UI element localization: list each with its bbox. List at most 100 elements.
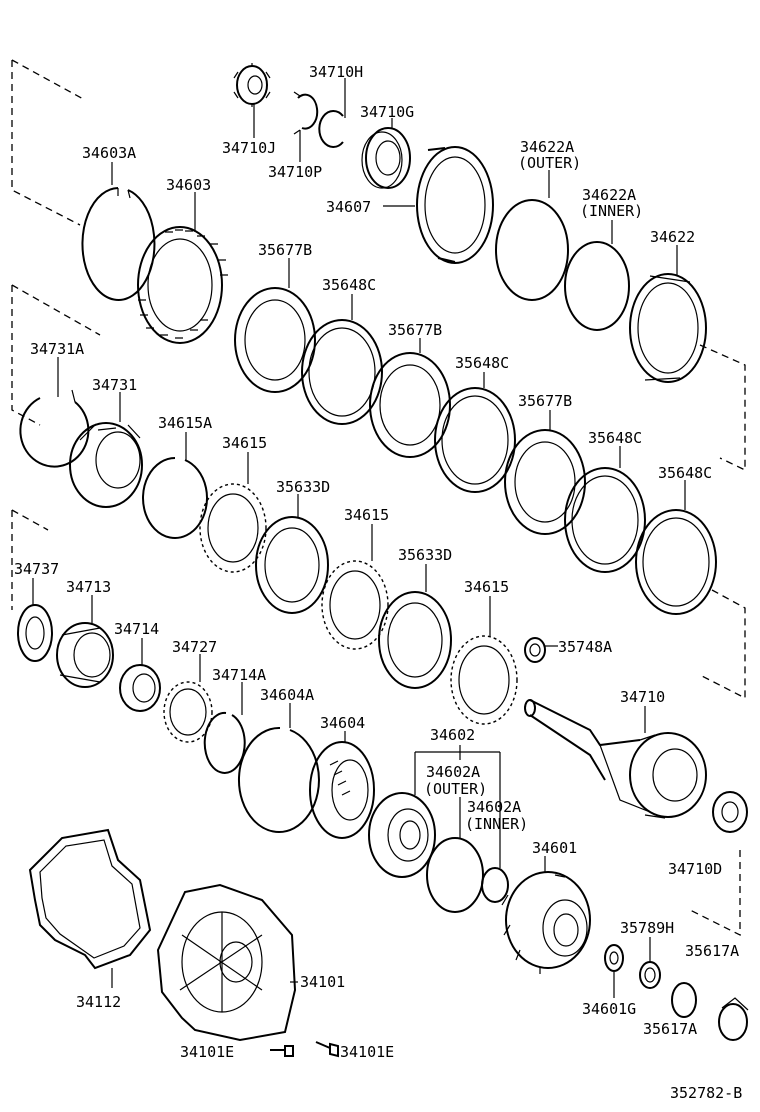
- label-34602A-outer-sub: (OUTER): [424, 780, 487, 798]
- label-34602A-inner-sub: (INNER): [465, 815, 528, 833]
- label-34622A-inner-sub: (INNER): [580, 202, 643, 220]
- label-34615A: 34615A: [158, 414, 212, 432]
- label-34101: 34101: [300, 973, 345, 991]
- part-35677B-disc-2: [369, 352, 451, 458]
- part-34713-bearing: [56, 622, 114, 688]
- assembly-guide-lines: [11, 59, 746, 937]
- label-35648C-2: 35648C: [455, 354, 509, 372]
- part-34622A-outer-oring: [495, 199, 569, 301]
- part-34710H-snap-ring: [318, 110, 344, 148]
- label-35648C-3: 35648C: [588, 429, 642, 447]
- label-34112: 34112: [76, 993, 121, 1011]
- label-34602: 34602: [430, 726, 475, 744]
- part-35677B-disc-1: [234, 287, 316, 393]
- label-34602A-inner: 34602A: [467, 798, 521, 816]
- part-34101E-bolt-1: [270, 1045, 294, 1057]
- part-34622-piston: [629, 273, 707, 383]
- part-35633D-plate-1: [255, 516, 329, 614]
- part-34603A-snap-ring: [81, 187, 156, 301]
- part-34710P-snap-ring: [293, 91, 319, 135]
- part-34710-shaft: [524, 699, 707, 819]
- part-34727-ring: [163, 681, 213, 743]
- label-34714: 34714: [114, 620, 159, 638]
- part-34101-housing: [156, 883, 297, 1042]
- label-34710P: 34710P: [268, 163, 322, 181]
- label-34615-2: 34615: [344, 506, 389, 524]
- label-34737: 34737: [14, 560, 59, 578]
- label-35748A: 35748A: [558, 638, 612, 656]
- label-34622: 34622: [650, 228, 695, 246]
- part-34615A-snap-ring: [142, 457, 208, 539]
- label-34604: 34604: [320, 714, 365, 732]
- label-35633D-2: 35633D: [398, 546, 452, 564]
- part-35633D-plate-2: [378, 591, 452, 689]
- label-34601G: 34601G: [582, 1000, 636, 1018]
- label-35789H: 35789H: [620, 919, 674, 937]
- label-35677B-1: 35677B: [258, 241, 312, 259]
- label-34713: 34713: [66, 578, 111, 596]
- part-34607-drum: [416, 146, 494, 264]
- part-34615-disc-1: [199, 483, 267, 573]
- part-34714A-snap-ring: [203, 711, 246, 774]
- part-35617A-ring-2: [718, 997, 749, 1041]
- part-34602-piston: [368, 792, 436, 878]
- label-34603: 34603: [166, 176, 211, 194]
- label-34101E-1: 34101E: [180, 1043, 234, 1061]
- label-35617A-1: 35617A: [685, 942, 739, 960]
- part-35617A-ring-1: [671, 982, 697, 1018]
- part-35648C-plate-1: [301, 319, 383, 425]
- label-34731A: 34731A: [30, 340, 84, 358]
- part-34710D-washer: [712, 791, 748, 833]
- part-34622A-inner-oring: [564, 241, 630, 331]
- part-34710J-nut: [233, 63, 271, 107]
- label-34710H: 34710H: [309, 63, 363, 81]
- part-34737-thrust-washer: [17, 604, 53, 662]
- label-34601: 34601: [532, 839, 577, 857]
- label-34710D: 34710D: [668, 860, 722, 878]
- label-34714A: 34714A: [212, 666, 266, 684]
- part-35648C-plate-2: [434, 387, 516, 493]
- label-34731: 34731: [92, 376, 137, 394]
- part-34604A-snap-ring: [237, 726, 320, 833]
- part-34731-hub: [69, 422, 143, 508]
- label-35677B-3: 35677B: [518, 392, 572, 410]
- part-34603-return-spring: [137, 226, 228, 344]
- part-35789H-seal: [639, 961, 661, 989]
- label-34622A-outer-sub: (OUTER): [518, 154, 581, 172]
- part-35648C-plate-4: [635, 509, 717, 615]
- part-34615-disc-3: [450, 635, 518, 725]
- label-34622A-inner: 34622A: [582, 186, 636, 204]
- label-35648C-4: 35648C: [658, 464, 712, 482]
- part-34615-disc-2: [321, 560, 389, 650]
- part-34601G-gear: [604, 944, 624, 972]
- label-34602A-outer: 34602A: [426, 763, 480, 781]
- label-34727: 34727: [172, 638, 217, 656]
- label-34615-3: 34615: [464, 578, 509, 596]
- label-34615-1: 34615: [222, 434, 267, 452]
- part-35677B-disc-3: [504, 429, 586, 535]
- part-34714-bearing: [119, 664, 161, 712]
- label-34604A: 34604A: [260, 686, 314, 704]
- part-labels: 34710H 34710G 34710J 34710P 34603A 34603…: [14, 63, 742, 1102]
- part-34710G-bearing: [361, 127, 411, 189]
- label-34710: 34710: [620, 688, 665, 706]
- part-34731A-snap-ring: [19, 385, 90, 468]
- part-35748A-washer: [524, 637, 546, 663]
- part-35648C-plate-3: [564, 467, 646, 573]
- label-34622A-outer: 34622A: [520, 138, 574, 156]
- label-34607: 34607: [326, 198, 371, 216]
- leader-lines: [32, 78, 686, 998]
- label-35648C-1: 35648C: [322, 276, 376, 294]
- part-34602A-outer-oring: [426, 837, 484, 913]
- label-34603A: 34603A: [82, 144, 136, 162]
- label-34710G: 34710G: [360, 103, 414, 121]
- part-34101E-bolt-2: [315, 1041, 339, 1058]
- part-34601-drum: [501, 871, 591, 974]
- label-34101E-2: 34101E: [340, 1043, 394, 1061]
- diagram-id: 352782-B: [670, 1084, 742, 1102]
- label-35633D-1: 35633D: [276, 478, 330, 496]
- label-35617A-2: 35617A: [643, 1020, 697, 1038]
- part-34604-piston: [309, 741, 375, 839]
- label-34710J: 34710J: [222, 139, 276, 157]
